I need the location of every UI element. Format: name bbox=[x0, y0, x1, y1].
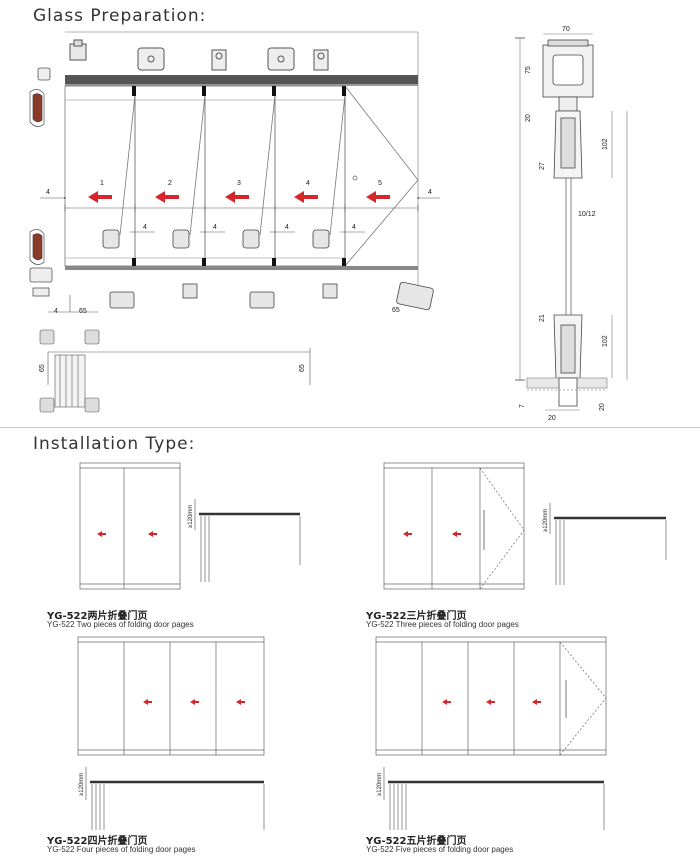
folded-stack bbox=[39, 329, 311, 413]
type-caption-cn: YG-522四片折叠门页 bbox=[47, 836, 148, 847]
type-caption-en: YG-522 Five pieces of folding door pages bbox=[366, 845, 514, 854]
dim-label: 70 bbox=[562, 26, 570, 33]
dim-label: 4 bbox=[46, 189, 50, 196]
handle-hole-icon bbox=[352, 175, 358, 181]
type-caption-en: YG-522 Three pieces of folding door page… bbox=[366, 620, 519, 629]
dim-label: 4 bbox=[285, 224, 289, 231]
dim-label: 102 bbox=[602, 138, 609, 150]
dim-label: 102 bbox=[602, 335, 609, 347]
hinge-hardware bbox=[102, 229, 434, 311]
clearance-label: ≥120mm bbox=[377, 773, 383, 796]
dim-label: 20 bbox=[599, 403, 606, 411]
pivot-marks bbox=[132, 86, 346, 270]
three-piece-door bbox=[383, 462, 525, 590]
four-piece-plan bbox=[85, 767, 265, 830]
dim-label: 65 bbox=[392, 307, 400, 314]
dim-label: 7 bbox=[519, 404, 526, 408]
dim-label: 4 bbox=[143, 224, 147, 231]
two-piece-plan bbox=[194, 499, 301, 582]
dim-label: 20 bbox=[525, 114, 532, 122]
two-piece-door bbox=[79, 462, 181, 590]
four-piece-door bbox=[77, 636, 265, 756]
handle-bars bbox=[483, 510, 567, 718]
dim-label: 65 bbox=[79, 308, 87, 315]
dim-label: 75 bbox=[525, 66, 532, 74]
install-direction-arrows bbox=[97, 531, 541, 705]
type-caption-cn: YG-522五片折叠门页 bbox=[366, 836, 467, 847]
dim-label: 4 bbox=[54, 308, 58, 315]
five-piece-plan bbox=[383, 767, 605, 830]
installation-types-drawing: ≥120mm ≥120mm ≥120mm ≥120mm bbox=[77, 462, 667, 830]
glass-preparation-title: Glass Preparation: bbox=[33, 6, 207, 26]
bracket-icon bbox=[37, 67, 51, 81]
type-caption-cn: YG-522两片折叠门页 bbox=[47, 611, 148, 622]
type-caption-en: YG-522 Two pieces of folding door pages bbox=[47, 620, 194, 629]
width-dimension-line bbox=[64, 204, 419, 212]
dim-label: 4 bbox=[428, 189, 432, 196]
section-divider bbox=[0, 427, 700, 428]
section-view bbox=[515, 33, 628, 411]
glass-preparation-drawing: 1 2 3 4 5 4 4 4 4 4 4 4 65 65 bbox=[29, 26, 628, 422]
panel-number: 1 bbox=[100, 180, 104, 187]
panel-number: 4 bbox=[306, 180, 310, 187]
dim-label: 65 bbox=[39, 364, 46, 372]
type-caption-en: YG-522 Four pieces of folding door pages bbox=[47, 845, 196, 854]
three-piece-plan bbox=[549, 503, 667, 585]
five-piece-door bbox=[375, 636, 607, 756]
panel-number: 2 bbox=[168, 180, 172, 187]
bottom-rail bbox=[65, 266, 418, 270]
panel-number: 3 bbox=[237, 180, 241, 187]
dim-label: 4 bbox=[213, 224, 217, 231]
direction-arrows bbox=[88, 191, 390, 203]
clearance-label: ≥120mm bbox=[543, 509, 549, 532]
dim-label: 20 bbox=[548, 415, 556, 422]
installation-type-title: Installation Type: bbox=[33, 434, 196, 454]
top-roller-icon bbox=[69, 39, 329, 71]
clearance-label: ≥120mm bbox=[188, 505, 194, 528]
dim-label: 21 bbox=[539, 314, 546, 322]
panel-number: 5 bbox=[378, 180, 382, 187]
dim-label: 65 bbox=[299, 364, 306, 372]
dim-label: 10/12 bbox=[578, 211, 596, 218]
dim-label: 27 bbox=[539, 162, 546, 170]
top-rail bbox=[65, 75, 418, 84]
type-caption-cn: YG-522三片折叠门页 bbox=[366, 611, 467, 622]
seal-profile-icon bbox=[29, 89, 45, 265]
dim-label: 4 bbox=[352, 224, 356, 231]
clearance-label: ≥120mm bbox=[79, 773, 85, 796]
